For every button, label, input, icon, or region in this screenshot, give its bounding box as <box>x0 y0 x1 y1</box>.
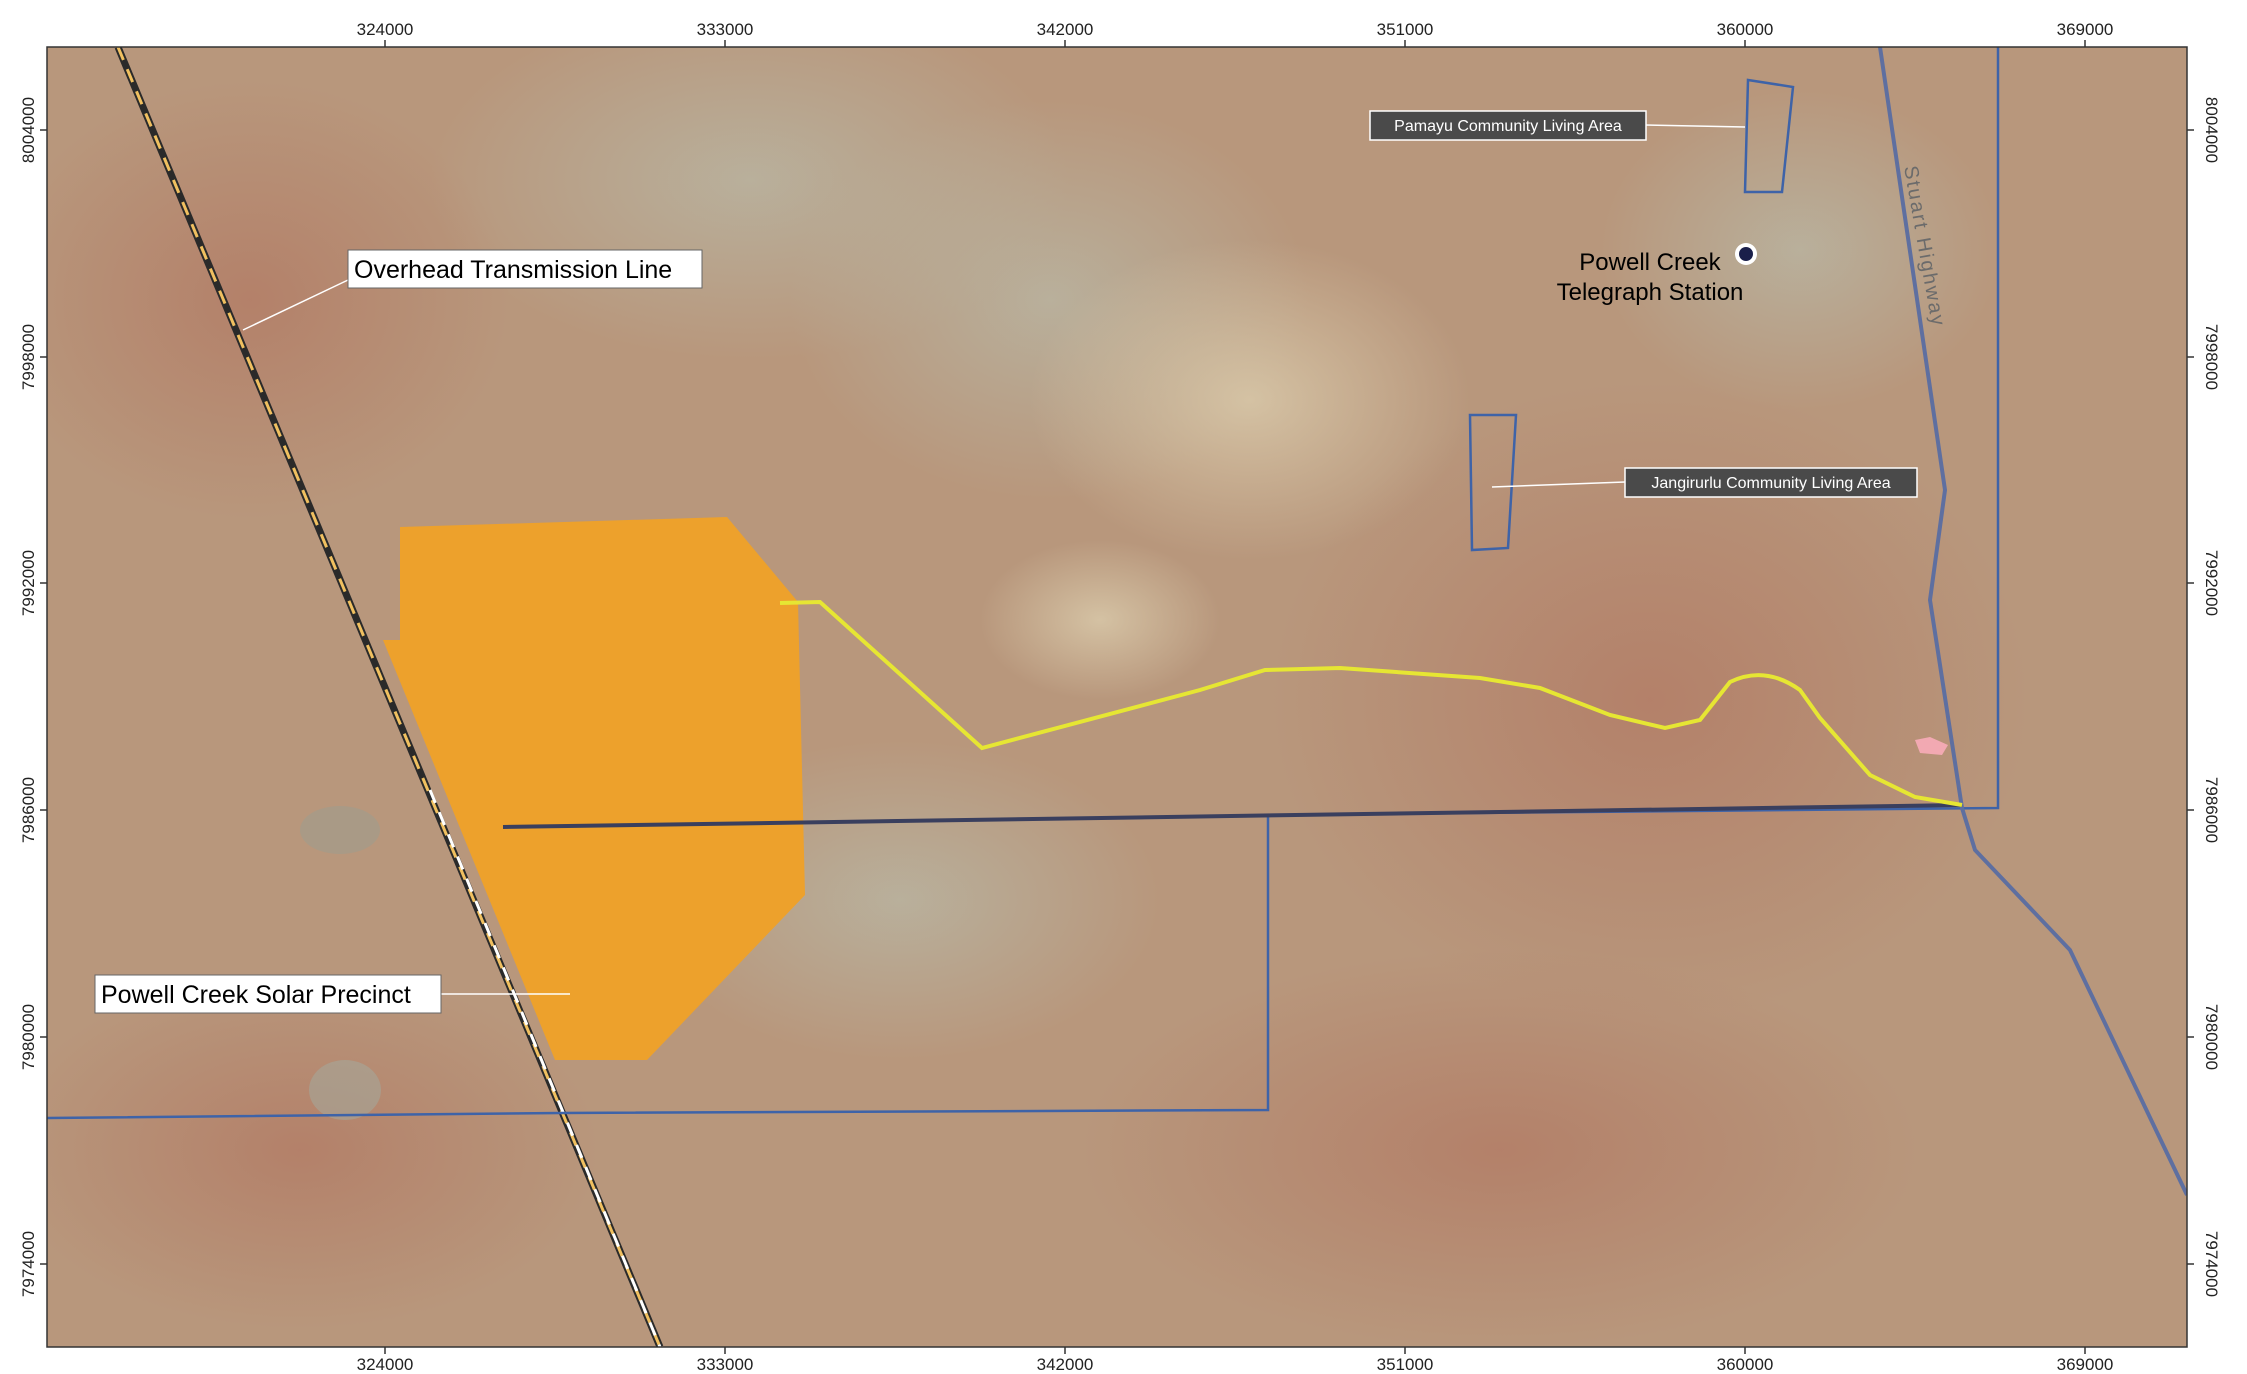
y-tick-label: 7980000 <box>2202 1004 2221 1070</box>
solar-precinct-label-text: Powell Creek Solar Precinct <box>101 981 411 1009</box>
y-tick-label: 7974000 <box>19 1231 38 1297</box>
solar-precinct-area[interactable] <box>383 517 805 1060</box>
x-tick-label: 342000 <box>1037 20 1094 39</box>
x-axis-top: 324000 333000 342000 351000 360000 36900… <box>357 20 2114 39</box>
y-tick-label: 7992000 <box>19 550 38 616</box>
x-tick-label: 333000 <box>697 20 754 39</box>
jangirurlu-label-text: Jangirurlu Community Living Area <box>1651 475 1890 492</box>
y-tick-label: 7986000 <box>19 777 38 843</box>
x-tick-label: 369000 <box>2057 1355 2114 1374</box>
pamayu-label[interactable]: Pamayu Community Living Area <box>1369 110 1647 141</box>
leader-lines <box>242 124 1746 995</box>
y-tick-label: 8004000 <box>2202 97 2221 163</box>
map-border <box>46 46 2188 1348</box>
tick-marks <box>40 40 2194 1354</box>
x-tick-label: 342000 <box>1037 1355 1094 1374</box>
y-tick-label: 7986000 <box>2202 777 2221 843</box>
y-tick-label: 7980000 <box>19 1004 38 1070</box>
pamayu-label-text: Pamayu Community Living Area <box>1394 118 1622 135</box>
boundary-lines <box>47 47 2000 1120</box>
transmission-line-label-text: Overhead Transmission Line <box>354 256 672 284</box>
stuart-highway <box>1878 47 2187 1196</box>
access-route <box>779 599 1963 807</box>
y-tick-label: 7974000 <box>2202 1231 2221 1297</box>
jangirurlu-label[interactable]: Jangirurlu Community Living Area <box>1624 467 1918 498</box>
solar-precinct-label[interactable]: Powell Creek Solar Precinct <box>94 974 442 1014</box>
x-tick-label: 324000 <box>357 1355 414 1374</box>
y-tick-label: 7998000 <box>2202 324 2221 390</box>
y-axis-left: 8004000 7998000 7992000 7986000 7980000 … <box>19 97 38 1297</box>
x-axis-bottom: 324000 333000 342000 351000 360000 36900… <box>357 1355 2114 1374</box>
transmission-line-label[interactable]: Overhead Transmission Line <box>347 249 703 289</box>
x-tick-label: 333000 <box>697 1355 754 1374</box>
x-tick-label: 351000 <box>1377 20 1434 39</box>
x-tick-label: 324000 <box>357 20 414 39</box>
x-tick-label: 369000 <box>2057 20 2114 39</box>
telegraph-station-marker[interactable] <box>1735 243 1757 265</box>
y-tick-label: 7998000 <box>19 324 38 390</box>
satellite-imagery <box>47 47 2187 1347</box>
x-tick-label: 351000 <box>1377 1355 1434 1374</box>
pink-feature <box>1915 737 1948 755</box>
y-tick-label: 8004000 <box>19 97 38 163</box>
y-tick-label: 7992000 <box>2202 550 2221 616</box>
x-tick-label: 360000 <box>1717 20 1774 39</box>
telegraph-station-label-line1: Powell Creek <box>1579 249 1721 276</box>
y-axis-right: 8004000 7998000 7992000 7986000 7980000 … <box>2202 97 2221 1297</box>
x-tick-label: 360000 <box>1717 1355 1774 1374</box>
telegraph-station-label-line2: Telegraph Station <box>1557 279 1744 306</box>
transmission-line <box>114 47 664 1347</box>
cable-route-line <box>502 803 1963 829</box>
